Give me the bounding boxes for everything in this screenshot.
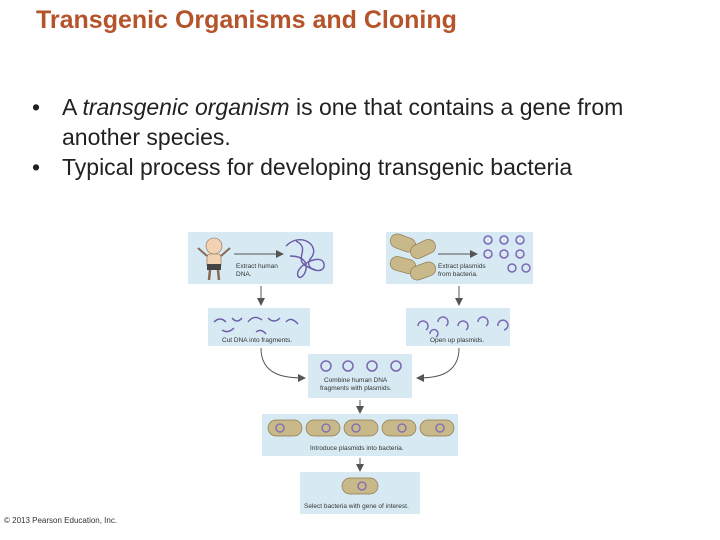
arrow-curve-left [261, 348, 304, 378]
label-extract-dna-1: Extract human [236, 263, 278, 270]
bullet-dot: • [32, 92, 40, 122]
slide-title: Transgenic Organisms and Cloning [36, 6, 457, 35]
panel-extract-dna: Extract human DNA. [188, 232, 333, 284]
bullet-dot: • [32, 152, 40, 182]
label-cut-dna: Cut DNA into fragments. [222, 337, 292, 344]
label-select: Select bacteria with gene of interest. [304, 503, 409, 510]
label-combine-1: Combine human DNA [324, 377, 388, 384]
bullet-text: Typical process for developing transgeni… [62, 154, 572, 180]
label-extract-plasmids-1: Extract plasmids [438, 263, 486, 270]
panel-extract-plasmids: Extract plasmids from bacteria. [386, 232, 533, 284]
selected-bacterium-icon [342, 478, 378, 494]
panel-introduce: Introduce plasmids into bacteria. [262, 414, 458, 456]
transgenic-process-diagram: Extract human DNA. Extract plasmids from… [186, 226, 536, 516]
arrow-curve-right [418, 348, 459, 378]
label-extract-plasmids-2: from bacteria. [438, 271, 478, 278]
panel-cut-dna: Cut DNA into fragments. [208, 308, 310, 346]
bullet-item: • Typical process for developing transge… [32, 152, 682, 182]
bullet-list: • A transgenic organism is one that cont… [32, 92, 682, 182]
label-introduce: Introduce plasmids into bacteria. [310, 445, 404, 452]
label-extract-dna-2: DNA. [236, 271, 252, 278]
bullet-text-emphasis: transgenic organism [82, 94, 289, 120]
panel-open-plasmids: Open up plasmids. [406, 308, 510, 346]
bullet-item: • A transgenic organism is one that cont… [32, 92, 682, 152]
panel-select: Select bacteria with gene of interest. [300, 472, 420, 514]
label-combine-2: fragments with plasmids. [320, 385, 392, 392]
label-open-plasmids: Open up plasmids. [430, 337, 484, 344]
bacteria-with-plasmids-icons [268, 420, 454, 436]
copyright-notice: © 2013 Pearson Education, Inc. [4, 516, 117, 525]
bullet-text-pre: A [62, 94, 82, 120]
panel-combine: Combine human DNA fragments with plasmid… [308, 354, 412, 398]
